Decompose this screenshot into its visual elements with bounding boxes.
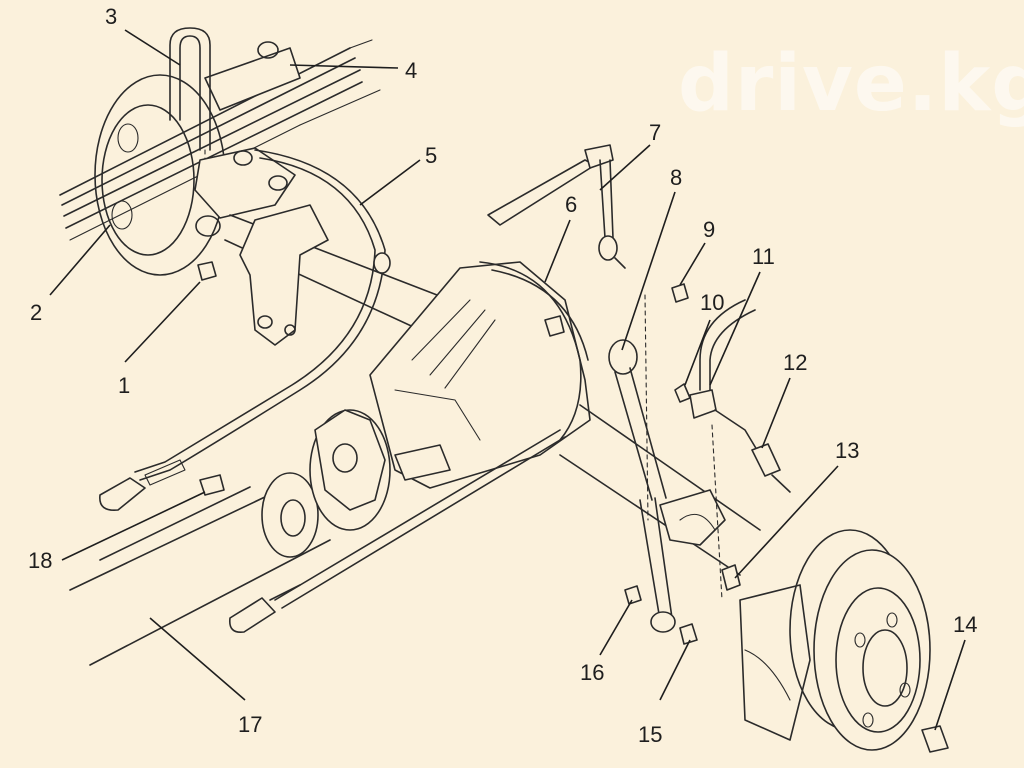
callout-9: 9: [703, 217, 715, 242]
right-brake-drum: [739, 529, 949, 753]
differential-housing: [369, 261, 591, 489]
leader-13: [734, 465, 839, 579]
brake-hose: [99, 149, 391, 512]
stabilizer-link: [487, 144, 626, 269]
leader-10: [684, 319, 711, 386]
callout-4: 4: [405, 58, 417, 83]
callout-11: 11: [752, 244, 775, 269]
callout-2: 2: [30, 300, 42, 325]
shock-absorber: [608, 283, 689, 633]
leader-3: [124, 29, 181, 66]
callout-16: 16: [580, 660, 604, 685]
leader-12: [761, 377, 791, 449]
callout-14: 14: [953, 612, 977, 637]
callout-17: 17: [238, 712, 262, 737]
callout-7: 7: [649, 120, 661, 145]
leader-9: [679, 242, 706, 286]
callout-labels: 1 2 3 4 5 6 7 8 9 10 11 12 13 14 15 16 1…: [28, 4, 977, 747]
leader-6: [544, 219, 571, 283]
leader-7: [599, 144, 651, 191]
leader-1: [124, 281, 201, 363]
leader-16: [599, 599, 633, 656]
callout-10: 10: [700, 290, 724, 315]
leader-17: [149, 617, 246, 701]
axle-housing-right: [559, 404, 761, 576]
leader-15: [659, 639, 691, 701]
fasteners: [624, 564, 741, 645]
abs-sensor-wiring: [674, 299, 791, 601]
callout-18: 18: [28, 548, 52, 573]
parking-brake-cable: [274, 429, 566, 609]
leaf-spring: [59, 39, 381, 241]
axle-housing-left: [224, 204, 451, 346]
callout-3: 3: [105, 4, 117, 29]
companion-flange: [228, 409, 386, 634]
callout-12: 12: [783, 350, 807, 375]
callout-1: 1: [118, 373, 130, 398]
watermark: drive.kg: [678, 39, 1024, 129]
leader-18: [61, 491, 206, 561]
callout-8: 8: [670, 165, 682, 190]
leader-8: [621, 191, 676, 351]
callout-15: 15: [638, 722, 662, 747]
spring-plate: [194, 147, 296, 281]
leader-14: [934, 639, 966, 731]
leader-lines: [49, 29, 966, 731]
leader-4: [289, 64, 399, 69]
callout-6: 6: [565, 192, 577, 217]
leader-2: [49, 224, 111, 296]
leader-5: [359, 159, 421, 206]
callout-13: 13: [835, 438, 859, 463]
callout-5: 5: [425, 143, 437, 168]
leader-11: [709, 271, 761, 386]
